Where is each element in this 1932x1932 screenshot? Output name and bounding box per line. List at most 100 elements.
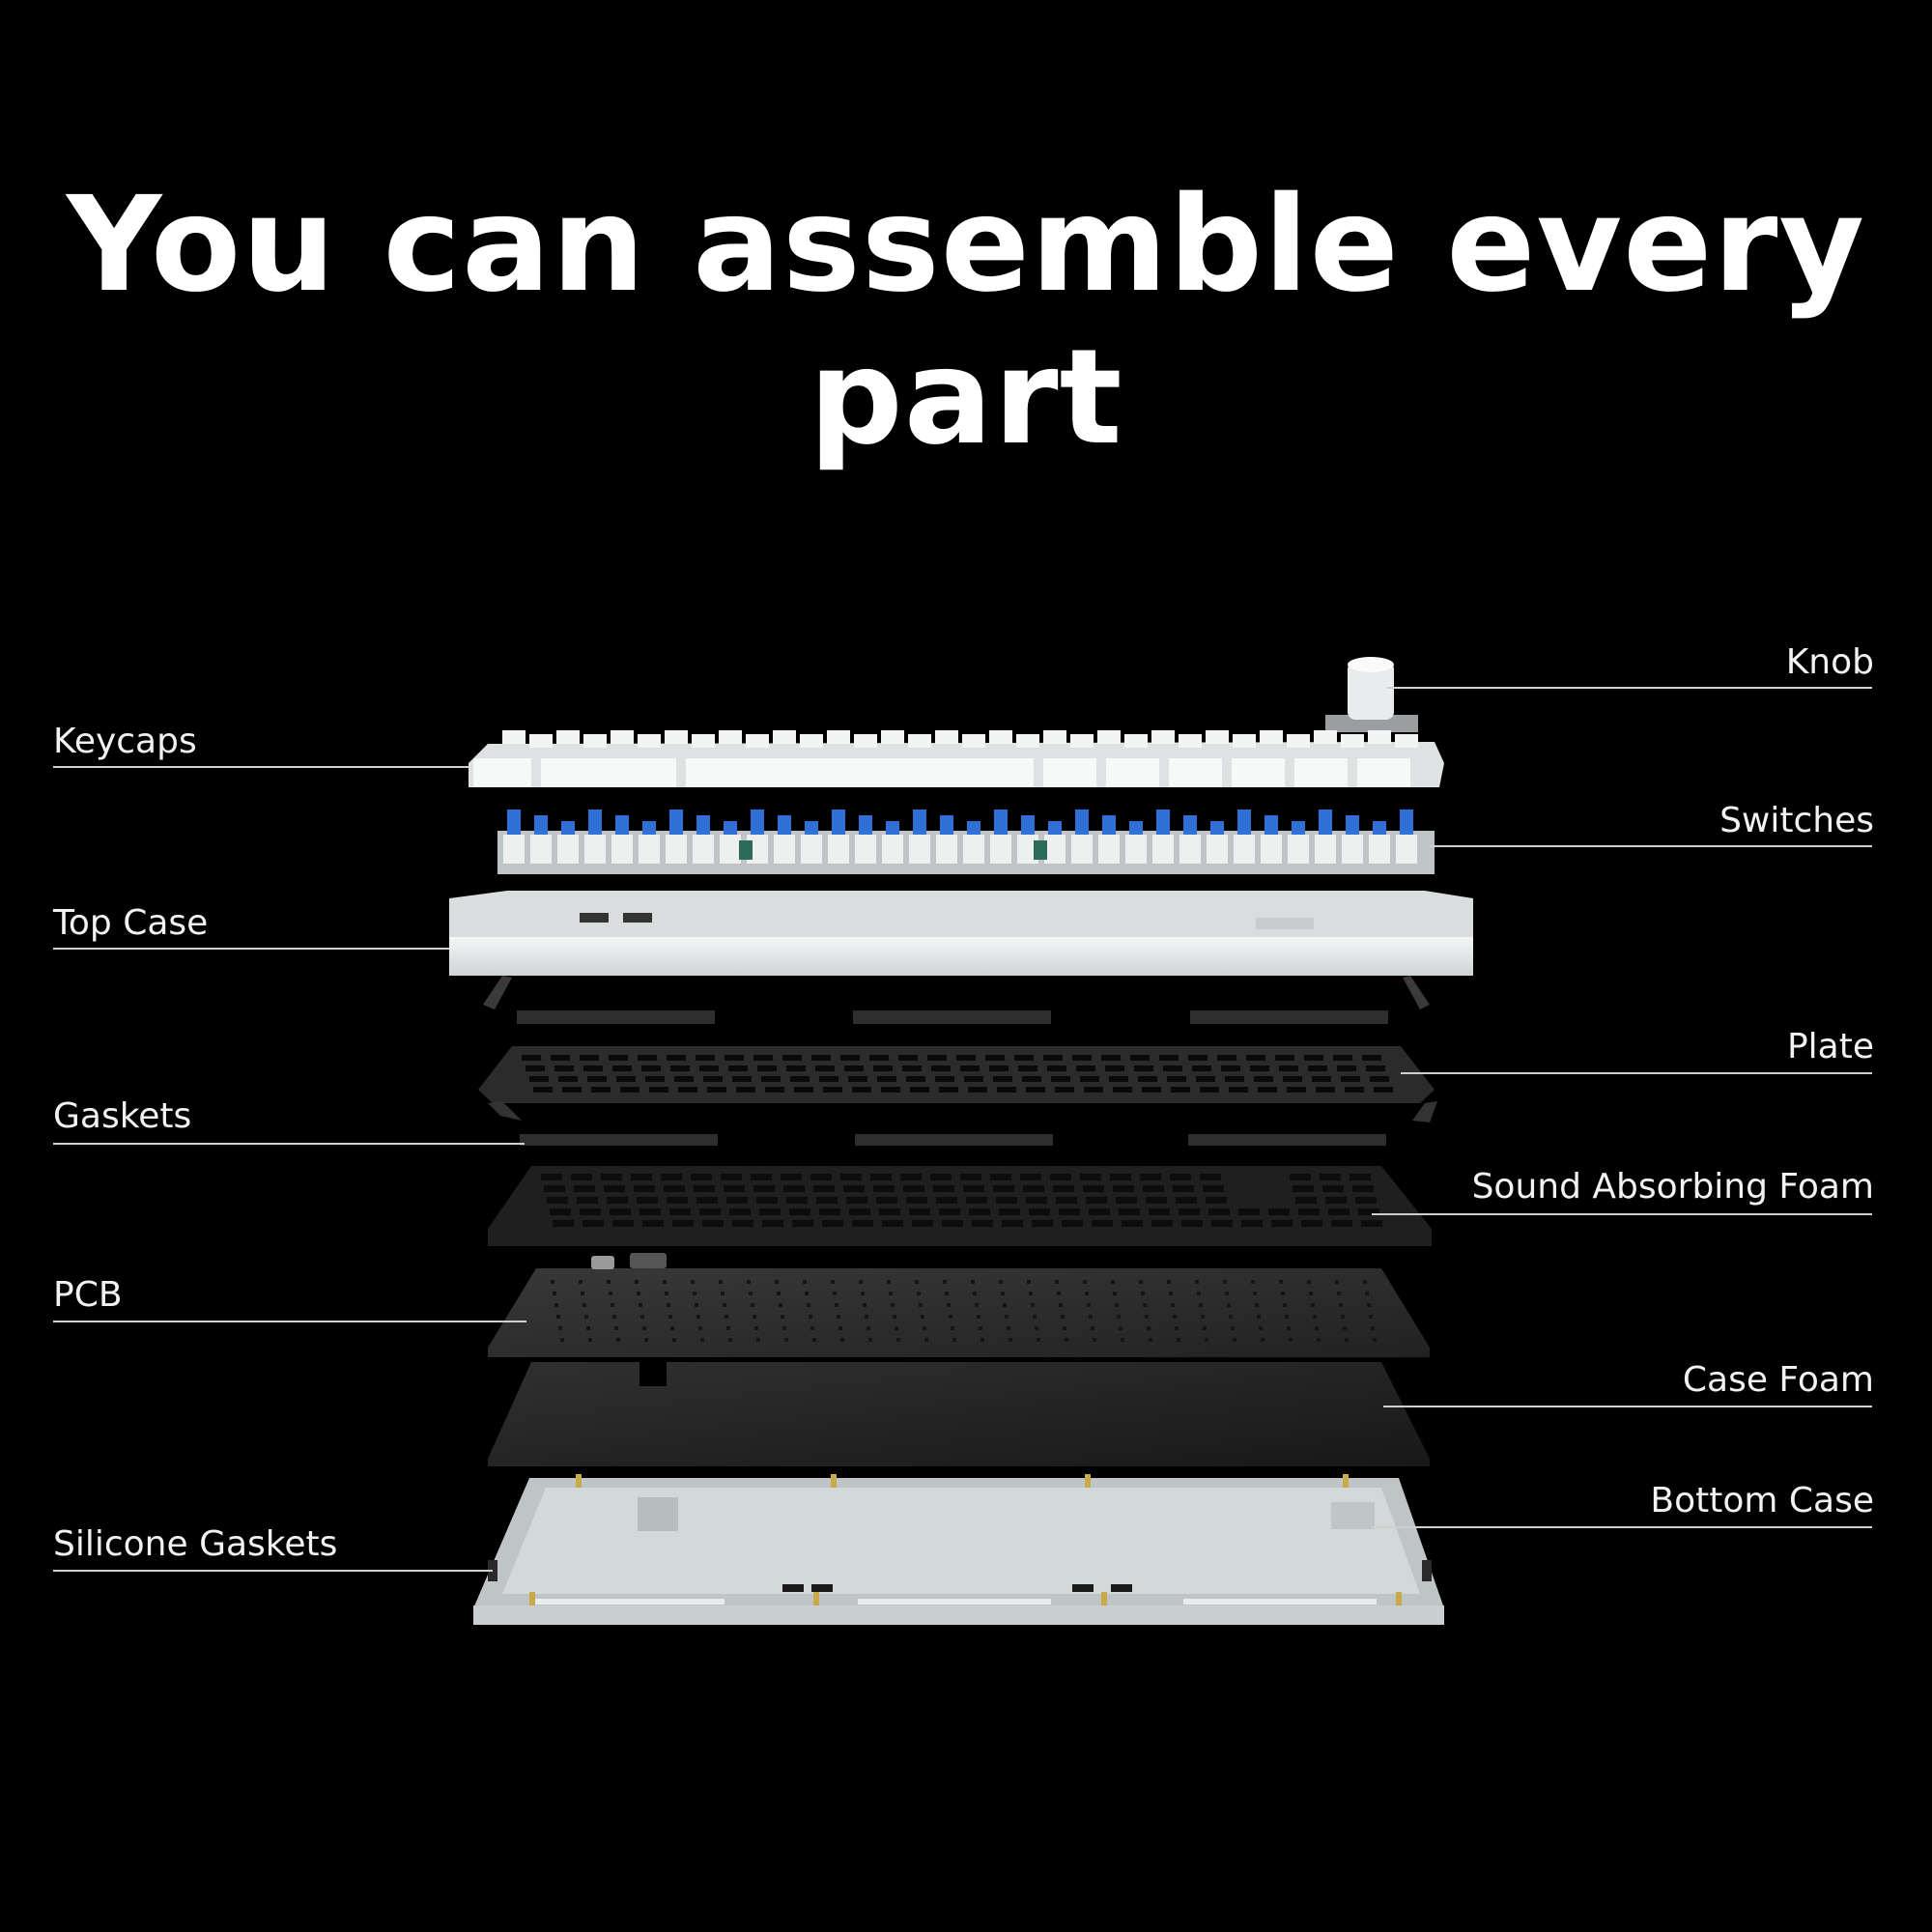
pcb-pad (554, 1303, 558, 1307)
pcb-pad (698, 1326, 702, 1330)
pcb-pad (915, 1280, 919, 1284)
keycap (1341, 734, 1364, 748)
foam-cutout (544, 1185, 565, 1192)
knob-part (1325, 657, 1418, 732)
knob-leader-line (1387, 687, 1872, 689)
plate-cutout (968, 1087, 987, 1093)
pcb-pad (1373, 1338, 1377, 1342)
pcb-pad (1037, 1338, 1040, 1342)
pcb-pad (833, 1292, 837, 1295)
pcb-pad (1003, 1303, 1007, 1307)
foam-cutout (876, 1197, 897, 1204)
keycap (773, 730, 796, 744)
switch-housing (720, 835, 741, 864)
foam-cutout (1176, 1197, 1197, 1204)
pcb-pad (726, 1326, 730, 1330)
keycap (1294, 758, 1348, 787)
foam-cutout (1325, 1197, 1347, 1204)
keycap (962, 734, 985, 748)
plate-cutout (1374, 1087, 1393, 1093)
pcb-pad (1309, 1292, 1313, 1295)
foam-cutout (1089, 1208, 1110, 1215)
foam-cutout (726, 1197, 748, 1204)
foam-cutout (753, 1185, 775, 1192)
foam-cutout (1086, 1197, 1107, 1204)
pcb-pad (859, 1280, 863, 1284)
plate-cutout (1055, 1087, 1074, 1093)
pcb-pad (807, 1303, 810, 1307)
foam-cutout (1361, 1220, 1382, 1227)
pcb-pad (1035, 1326, 1038, 1330)
foam-cutout (1358, 1208, 1379, 1215)
keycap (541, 758, 676, 787)
keycap (1260, 730, 1283, 744)
foam-cutout (1322, 1185, 1344, 1192)
pcb-pad (803, 1280, 807, 1284)
keycap (935, 730, 958, 744)
switch-stem (940, 815, 953, 840)
switch-stem (832, 810, 845, 835)
foam-cutout (960, 1174, 981, 1180)
silicone-gaskets-leader-line (53, 1570, 493, 1572)
foam-cutout (1293, 1185, 1314, 1192)
pcb-pad (614, 1326, 618, 1330)
pcb-pad (775, 1280, 779, 1284)
switch-housing (855, 835, 876, 864)
switch-stem (778, 815, 791, 840)
foam-cutout (843, 1185, 865, 1192)
foam-cutout (1062, 1220, 1083, 1227)
pcb-pad (999, 1280, 1003, 1284)
foam-cutout (642, 1220, 664, 1227)
foam-cutout (612, 1220, 634, 1227)
plate-cutout (583, 1065, 603, 1071)
foam-cutout (751, 1174, 772, 1180)
label-knob: Knob (1785, 642, 1874, 682)
pcb-pad (553, 1292, 556, 1295)
foam-cutout (816, 1197, 838, 1204)
pcb-pad (1233, 1338, 1236, 1342)
pcb-pad (1085, 1292, 1089, 1295)
pcb-pad (923, 1326, 926, 1330)
pcb-pad (863, 1303, 867, 1307)
pcb-pad (1285, 1315, 1289, 1319)
keycap (989, 730, 1012, 744)
plate-cutout (580, 1055, 599, 1061)
foam-cutout (852, 1220, 873, 1227)
switch-stem (994, 810, 1008, 835)
plate-cutout (1134, 1065, 1153, 1071)
pcb-pad (1093, 1338, 1096, 1342)
pcb-pad (1061, 1315, 1065, 1319)
pcb-pad (921, 1315, 924, 1319)
foam-cutout (1211, 1220, 1233, 1227)
foam-cutout (783, 1185, 805, 1192)
pcb-pad (756, 1338, 760, 1342)
pcb-pad (670, 1326, 674, 1330)
plate-cutout (1366, 1065, 1385, 1071)
switch-stem (1156, 810, 1170, 835)
pcb-pad (691, 1280, 695, 1284)
pcb-pad (1147, 1326, 1151, 1330)
pcb-pad (1251, 1280, 1255, 1284)
foam-cutout (1355, 1197, 1377, 1204)
foam-cutout (1200, 1174, 1221, 1180)
plate-cutout (667, 1055, 686, 1061)
pcb-pad (895, 1326, 898, 1330)
foam-cutout (550, 1208, 571, 1215)
plate-cutout (753, 1055, 773, 1061)
foam-cutout (721, 1174, 742, 1180)
plate-cutout (989, 1065, 1009, 1071)
foam-cutout (553, 1220, 574, 1227)
plate-cutout (1275, 1055, 1294, 1061)
switch-housing (1017, 835, 1038, 864)
pcb-pad (1257, 1315, 1261, 1319)
pcb-pad (1317, 1338, 1321, 1342)
foam-cutout (1080, 1174, 1101, 1180)
foam-cutout (637, 1197, 658, 1204)
plate-cutout (1113, 1087, 1132, 1093)
plate-cutout (551, 1055, 570, 1061)
pcb-pad (1089, 1315, 1093, 1319)
switch-stem (615, 815, 629, 840)
pcb-pad (1009, 1338, 1012, 1342)
pcb-pad (1145, 1315, 1149, 1319)
foam-cutout (1295, 1197, 1317, 1204)
